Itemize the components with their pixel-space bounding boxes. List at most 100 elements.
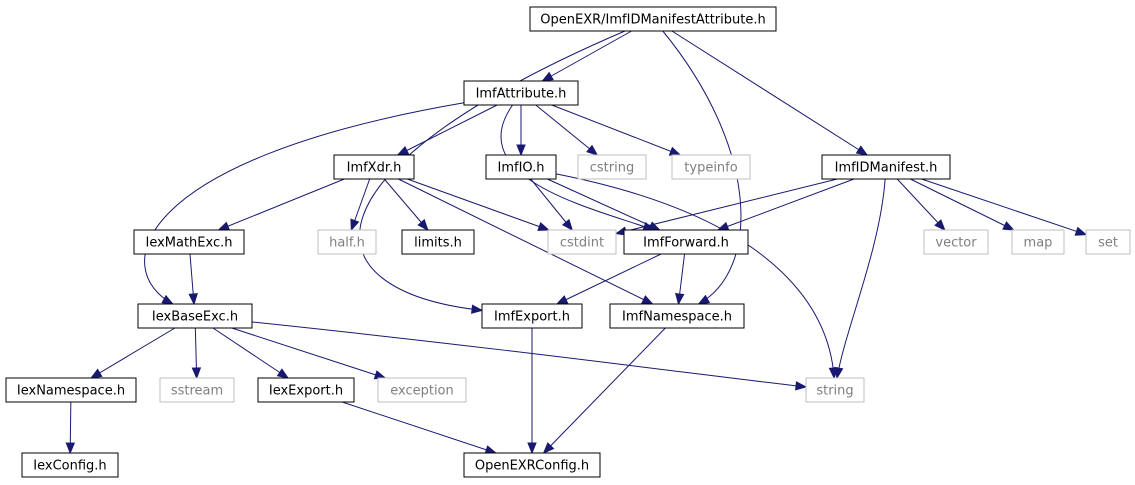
node-label-imfio: ImfIO.h	[498, 161, 545, 176]
edge-root-to-imfattr	[542, 30, 632, 82]
arrowhead-imfidman-to-vector	[934, 219, 946, 231]
node-label-root: OpenEXR/ImfIDManifestAttribute.h	[540, 13, 765, 28]
node-exception: exception	[377, 377, 467, 403]
arrowhead-imfattr-to-iexbase	[161, 294, 175, 305]
edge-imfidman-to-vector	[896, 178, 946, 231]
arrowhead-imfxdr-to-imfns	[641, 295, 654, 305]
node-box-imfidman	[821, 154, 951, 180]
arrowhead-imfidman-to-set	[1074, 226, 1088, 236]
arrowhead-imfxdr-to-cstdint	[537, 221, 550, 231]
node-label-cstring: cstring	[590, 161, 634, 176]
node-sstream: sstream	[159, 377, 235, 403]
node-box-cstdint	[547, 229, 617, 255]
arrowhead-root-to-imfns	[697, 294, 711, 305]
arrowhead-imfxdr-to-iexmath	[217, 221, 231, 231]
node-label-sstream: sstream	[171, 384, 223, 399]
node-imffwd[interactable]: ImfForward.h	[623, 229, 749, 255]
edge-iexbase-to-iexexport	[212, 327, 289, 379]
edge-iexbase-to-string	[251, 321, 807, 388]
arrowhead-root-to-imfexport	[471, 304, 484, 314]
edge-imfidman-to-string	[836, 178, 886, 379]
edge-imfxdr-to-limits	[383, 178, 429, 231]
arrowhead-imfexport-to-openexrconfig	[527, 442, 537, 455]
node-imfidman[interactable]: ImfIDManifest.h	[821, 154, 951, 180]
node-imfexport[interactable]: ImfExport.h	[481, 303, 583, 329]
node-iexconfig[interactable]: IexConfig.h	[21, 452, 119, 478]
node-box-iexexport	[257, 377, 355, 403]
node-box-typeinfo	[671, 154, 751, 180]
node-label-imfexport: ImfExport.h	[494, 310, 570, 325]
arrowhead-imfio-to-cstdint	[561, 218, 574, 232]
node-label-map: map	[1024, 236, 1053, 251]
edge-imfidman-to-set	[921, 178, 1087, 236]
node-cstdint: cstdint	[547, 229, 617, 255]
node-label-exception: exception	[390, 384, 454, 399]
node-box-half	[317, 229, 377, 255]
node-root[interactable]: OpenEXR/ImfIDManifestAttribute.h	[529, 6, 777, 32]
arrowhead-imfxdr-to-limits	[417, 218, 429, 232]
edge-imffwd-to-imfexport	[556, 253, 662, 305]
node-box-cstring	[577, 154, 647, 180]
arrowhead-root-to-imfattr	[541, 71, 554, 82]
arrowhead-iexbase-to-iexns	[89, 368, 103, 379]
node-openexrconfig[interactable]: OpenEXRConfig.h	[463, 452, 601, 478]
node-imfio[interactable]: ImfIO.h	[485, 154, 557, 180]
node-label-iexbase: IexBaseExc.h	[152, 310, 238, 325]
node-box-imfxdr	[333, 154, 415, 180]
node-label-imfns: ImfNamespace.h	[622, 310, 732, 325]
node-typeinfo: typeinfo	[671, 154, 751, 180]
node-label-typeinfo: typeinfo	[684, 161, 737, 176]
node-imfxdr[interactable]: ImfXdr.h	[333, 154, 415, 180]
edge-root-to-imfns	[662, 30, 742, 305]
edge-imfio-to-cstdint	[530, 178, 573, 231]
node-iexbase[interactable]: IexBaseExc.h	[137, 303, 253, 329]
edge-imfattr-to-imffwd	[500, 104, 654, 231]
edge-iexbase-to-exception	[231, 327, 386, 379]
node-box-limits	[401, 229, 475, 255]
edge-imfxdr-to-iexmath	[218, 178, 345, 231]
node-cstring: cstring	[577, 154, 647, 180]
node-box-vector	[923, 229, 989, 255]
edge-imfattr-to-imfxdr	[397, 104, 498, 156]
arrowhead-imfxdr-to-half	[350, 218, 360, 232]
node-label-iexexport: IexExport.h	[269, 384, 343, 399]
edge-imfattr-to-typeinfo	[551, 104, 681, 156]
node-iexmath[interactable]: IexMathExc.h	[133, 229, 245, 255]
arrowhead-imfattr-to-imfio	[516, 144, 526, 157]
edge-imfidman-to-map	[910, 178, 1014, 231]
edge-root-to-imfidman	[671, 30, 868, 156]
node-iexns[interactable]: IexNamespace.h	[5, 377, 137, 403]
node-label-imfattr: ImfAttribute.h	[476, 87, 567, 102]
node-label-iexns: IexNamespace.h	[17, 384, 125, 399]
node-box-imfio	[485, 154, 557, 180]
node-set: set	[1085, 229, 1131, 255]
edge-imfattr-to-iexbase	[144, 102, 465, 305]
node-label-cstdint: cstdint	[560, 236, 604, 251]
node-box-map	[1011, 229, 1065, 255]
edge-imfattr-to-cstring	[535, 104, 598, 156]
node-box-imfexport	[481, 303, 583, 329]
node-label-iexmath: IexMathExc.h	[145, 236, 232, 251]
node-box-root	[529, 6, 777, 32]
node-limits[interactable]: limits.h	[401, 229, 475, 255]
node-label-set: set	[1098, 236, 1118, 251]
edge-imfns-to-openexrconfig	[543, 327, 666, 454]
node-iexexport[interactable]: IexExport.h	[257, 377, 355, 403]
arrowhead-imfidman-to-imffwd	[716, 221, 730, 231]
node-vector: vector	[923, 229, 989, 255]
node-box-imffwd	[623, 229, 749, 255]
node-imfattr[interactable]: ImfAttribute.h	[463, 80, 579, 106]
arrowhead-iexmath-to-iexbase	[188, 293, 198, 306]
arrowhead-iexbase-to-iexexport	[276, 368, 290, 379]
node-box-sstream	[159, 377, 235, 403]
node-box-iexbase	[137, 303, 253, 329]
node-label-openexrconfig: OpenEXRConfig.h	[475, 459, 589, 474]
edge-imfio-to-string	[555, 173, 835, 379]
edge-imfio-to-imffwd	[547, 178, 660, 231]
node-imfns[interactable]: ImfNamespace.h	[609, 303, 745, 329]
node-map: map	[1011, 229, 1065, 255]
node-label-half: half.h	[329, 236, 365, 251]
arrowhead-root-to-imfidman	[855, 145, 869, 156]
node-label-imfidman: ImfIDManifest.h	[835, 161, 938, 176]
